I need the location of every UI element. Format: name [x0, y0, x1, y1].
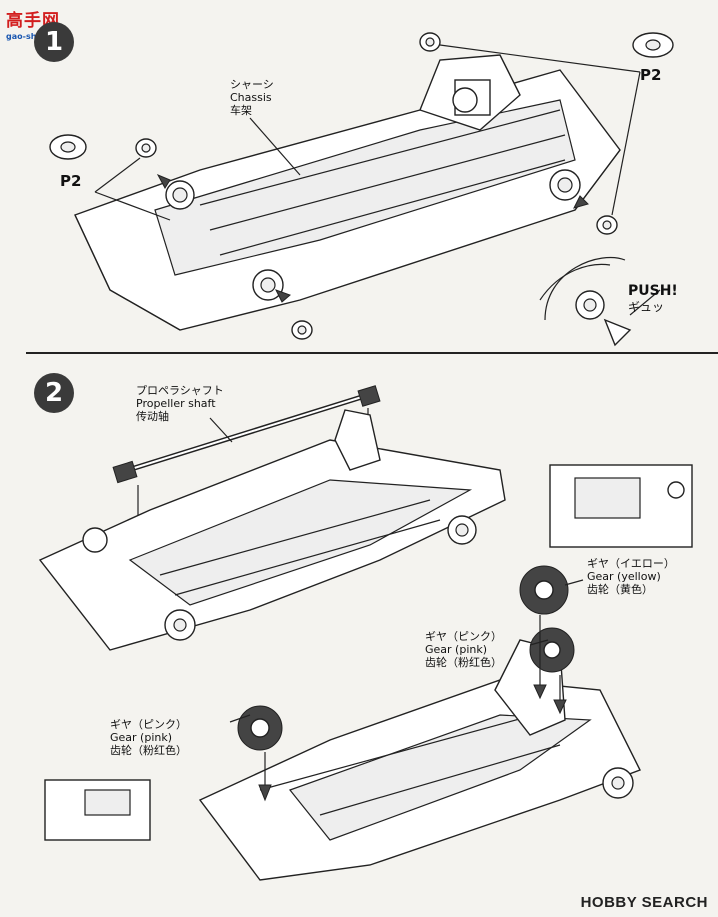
step-1-number: 1 [34, 22, 74, 62]
gear-pink-upper-en: Gear (pink) [425, 643, 488, 657]
chassis-label-jp: シャーシ [230, 78, 274, 91]
push-label-en: PUSH! [628, 283, 678, 299]
p2-label-right: P2 [640, 66, 662, 84]
step-divider [26, 352, 718, 354]
gear-pink-upper-jp: ギヤ（ピンク） [425, 630, 502, 643]
shaft-and-gears-illustration [38, 385, 693, 881]
push-label-jp: ギュッ [628, 299, 665, 314]
propeller-shaft-label-en: Propeller shaft [136, 397, 216, 411]
propeller-shaft-label: プロペラシャフト Propeller shaft 传动轴 [136, 384, 224, 424]
chassis-label: シャーシ Chassis 车架 [230, 78, 274, 118]
gear-pink-lower-en: Gear (pink) [110, 731, 173, 745]
gear-pink-label-lower: ギヤ（ピンク） Gear (pink) 齿轮（粉红色） [110, 718, 187, 758]
step-2-number: 2 [34, 373, 74, 413]
gear-pink-upper-cn: 齿轮（粉红色） [425, 656, 502, 670]
gear-yellow-label-en: Gear (yellow) [587, 570, 661, 584]
propeller-shaft-label-jp: プロペラシャフト [136, 384, 224, 397]
gear-yellow-label-jp: ギヤ（イエロー） [587, 557, 675, 570]
push-label: PUSH! ギュッ [628, 283, 678, 314]
gear-yellow-label-cn: 齿轮（黄色） [587, 583, 653, 597]
gear-yellow-label: ギヤ（イエロー） Gear (yellow) 齿轮（黄色） [587, 557, 675, 597]
chassis-label-en: Chassis [230, 91, 272, 105]
gear-pink-lower-jp: ギヤ（ピンク） [110, 718, 187, 731]
p2-label-left: P2 [60, 172, 82, 190]
gear-pink-lower-cn: 齿轮（粉红色） [110, 744, 187, 758]
chassis-illustration [49, 32, 674, 347]
chassis-label-cn: 车架 [230, 104, 252, 118]
propeller-shaft-label-cn: 传动轴 [136, 410, 169, 424]
hobby-search-watermark: HOBBY SEARCH [580, 894, 708, 911]
gear-pink-label-upper: ギヤ（ピンク） Gear (pink) 齿轮（粉红色） [425, 630, 502, 670]
